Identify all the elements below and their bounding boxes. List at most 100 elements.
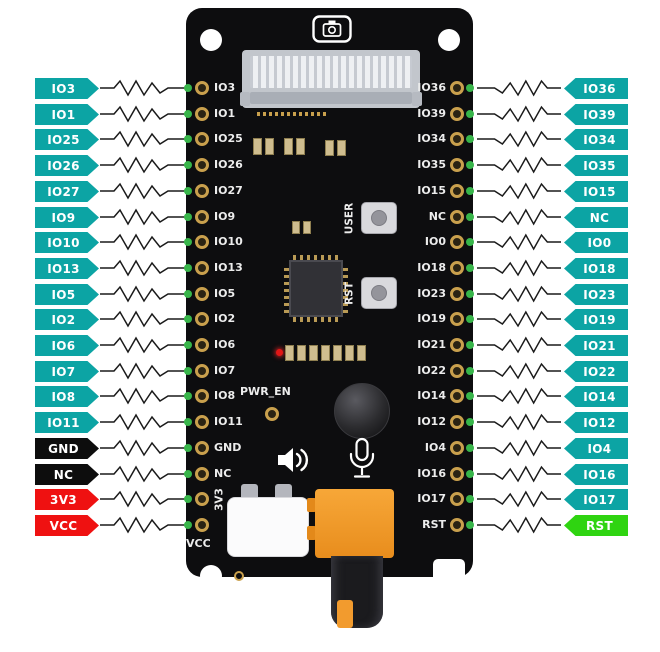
pin-flag: IO23 [564,284,628,305]
pin-edge-dot [466,418,474,426]
user-button-cap [371,210,387,226]
pin-board-label: IO21 [417,338,446,351]
pin-wire [100,490,186,508]
pin-edge-dot [184,470,192,478]
pin-edge-dot [466,392,474,400]
pin-edge-dot [184,110,192,118]
smd-component [357,345,366,361]
pin-flag: IO12 [564,412,628,433]
pin-wire [477,516,561,534]
pin-edge-dot [466,238,474,246]
speaker-icon [278,448,308,472]
pin-board-label: IO12 [417,415,446,428]
pin-wire [477,208,561,226]
pin-flag: NC [35,464,99,485]
pin-pad [195,235,209,249]
pin-flag: IO1 [35,104,99,125]
pin-board-label: IO7 [214,364,236,377]
pin-wire [100,259,186,277]
pin-edge-dot [184,521,192,529]
pin-pad [195,287,209,301]
pin-board-label: IO6 [214,338,236,351]
pin-board-label: IO19 [417,312,446,325]
fpc-connector-teeth [250,56,412,88]
pin-wire [477,156,561,174]
pin-pad [195,364,209,378]
pin-edge-dot [466,470,474,478]
pin-pad [195,158,209,172]
pin-wire [100,465,186,483]
pin-pad [450,338,464,352]
pin-edge-dot [184,367,192,375]
pin-flag: IO8 [35,386,99,407]
pin-board-label: IO27 [214,184,243,197]
pin-edge-dot [466,187,474,195]
pin-wire [477,362,561,380]
pin-flag: IO18 [564,258,628,279]
pin-board-label: IO39 [417,107,446,120]
pin-wire [100,387,186,405]
pin-flag: IO17 [564,489,628,510]
solder-via-row [257,112,327,116]
pin-flag: IO39 [564,104,628,125]
pin-board-label: IO34 [417,132,446,145]
smd-component [253,138,262,155]
pin-edge-dot [184,495,192,503]
pin-wire [477,130,561,148]
pin-flag: IO0 [564,232,628,253]
camera-icon [312,15,352,43]
pin-pad [450,158,464,172]
pin-flag: IO5 [35,284,99,305]
pin-pad [195,338,209,352]
pin-wire [477,310,561,328]
pin-edge-dot [184,315,192,323]
pin-wire [477,182,561,200]
pin-wire [100,105,186,123]
pin-wire [100,310,186,328]
pin-board-label: IO13 [214,261,243,274]
pin-edge-dot [466,264,474,272]
pin-flag: IO13 [35,258,99,279]
mount-hole-top-left [200,29,222,51]
pin-pad [195,107,209,121]
pin-flag: IO7 [35,361,99,382]
pin-pad [195,518,209,532]
fpc-connector-ear-right [412,92,422,106]
user-button-label: USER [343,202,356,235]
pin-flag: IO25 [35,129,99,150]
pin-flag: VCC [35,515,99,536]
pin-pad [195,389,209,403]
pin-edge-dot [466,161,474,169]
microphone-component [334,383,390,439]
status-led [276,349,283,356]
pin-edge-dot [184,238,192,246]
pin-edge-dot [184,341,192,349]
pin-pad [450,81,464,95]
pin-flag: IO15 [564,181,628,202]
pin-wire [100,336,186,354]
speaker-connector [227,497,309,557]
pin-board-label: IO11 [214,415,243,428]
pin-pad [450,441,464,455]
pin-pad [450,261,464,275]
pin-pad [195,441,209,455]
pin-wire [477,336,561,354]
pin-wire [477,387,561,405]
pin-wire [477,285,561,303]
pin-board-label: IO16 [417,467,446,480]
pin-board-label: IO1 [214,107,236,120]
pin-wire [100,233,186,251]
pin-edge-dot [466,213,474,221]
pin-board-label: IO9 [214,210,236,223]
pin-wire [100,79,186,97]
pin-wire [477,465,561,483]
smd-component [303,221,311,234]
main-chip [289,260,343,317]
pin-edge-dot [466,495,474,503]
pin-flag: IO19 [564,309,628,330]
pin-wire [477,490,561,508]
pin-wire [100,516,186,534]
pin-edge-dot [466,135,474,143]
smd-component [292,221,300,234]
pin-pad [450,518,464,532]
